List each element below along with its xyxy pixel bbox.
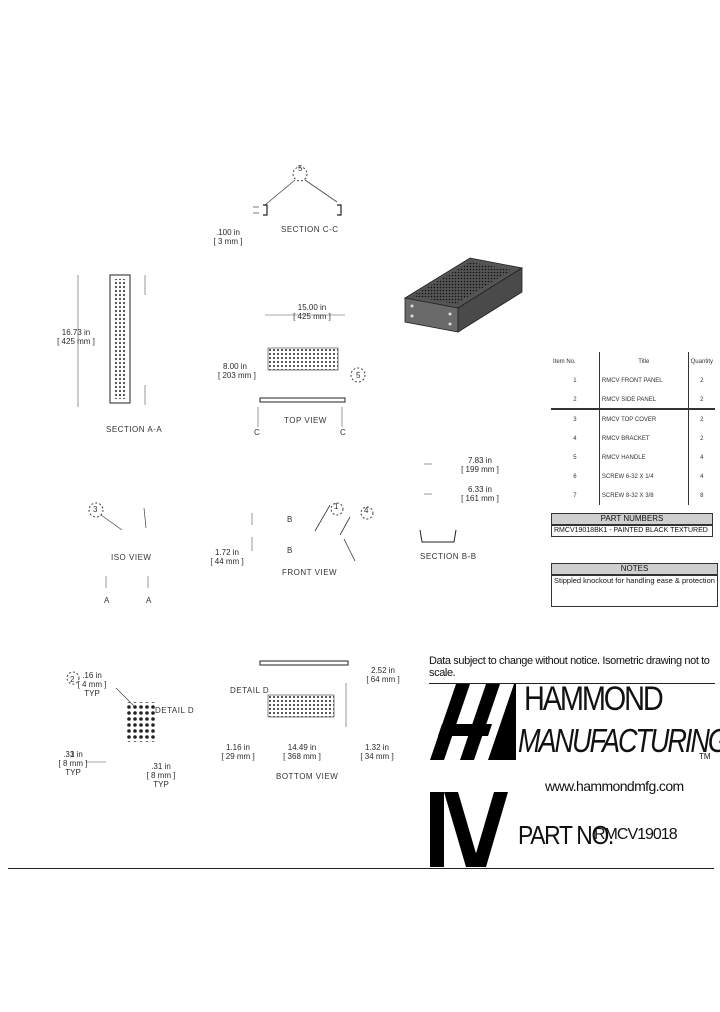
front-view-drawing: [251, 502, 374, 562]
front-view-label: FRONT VIEW: [282, 568, 338, 577]
front-view-cut-b1: B: [287, 515, 293, 524]
iso-view-cut-right: A: [146, 596, 152, 605]
brand-line-1: HAMMOND: [524, 680, 664, 718]
cell-item: 1: [551, 371, 600, 390]
detail-d-drawing: [66, 671, 156, 763]
notes-heading: NOTES: [551, 563, 718, 575]
part-numbers-heading: PART NUMBERS: [551, 513, 713, 525]
cell-qty: 8: [700, 492, 704, 499]
top-view-label: TOP VIEW: [284, 416, 327, 425]
cell-title: RMCV SIDE PANEL: [599, 390, 689, 410]
top-view-drawing: [257, 314, 346, 427]
iso-view-cut-left: A: [104, 596, 110, 605]
header-title: Title: [599, 352, 689, 371]
front-view-detail-4: 4: [364, 506, 369, 515]
header-quantity: Quantity: [690, 358, 713, 365]
section-b-label: SECTION B-B: [420, 552, 477, 561]
bottom-view-detail-call: DETAIL D: [230, 686, 270, 695]
website-link[interactable]: www.hammondmfg.com: [545, 778, 684, 794]
isometric-chassis-drawing: [403, 257, 524, 333]
brand-line-2: MANUFACTURING: [518, 722, 720, 759]
cell-qty: 4: [700, 473, 704, 480]
detail-d-dim-c: .31 in [ 8 mm ] TYP: [146, 762, 176, 789]
section-b-drawing: [419, 463, 457, 543]
hammond-logo-w: [430, 792, 508, 867]
cell-title: SCREW 8-32 X 3/8: [599, 486, 689, 505]
table-divider: [551, 408, 715, 409]
cell-title: RMCV FRONT PANEL: [599, 371, 689, 390]
cell-title: RMCV HANDLE: [599, 448, 689, 467]
hammond-logo-h: [430, 684, 516, 760]
section-a-drawing: [77, 274, 146, 407]
detail-d-dim-b: .31 in [ 8 mm ] TYP: [58, 750, 88, 777]
title-block-rule: [429, 683, 715, 684]
detail-d-dim-a: .16 in [ 4 mm ] TYP: [77, 671, 107, 698]
cell-title: RMCV TOP COVER: [599, 409, 689, 429]
section-c-label: SECTION C-C: [281, 225, 339, 234]
iso-view-detail-number: 3: [93, 505, 98, 514]
top-view-cut-right: C: [340, 428, 347, 437]
cell-title: SCREW 6-32 X 1/4: [599, 467, 689, 486]
front-view-height-dim: 1.72 in [ 44 mm ]: [210, 548, 244, 566]
part-numbers-box: PART NUMBERS RMCV19018BK1 - PAINTED BLAC…: [551, 513, 713, 537]
section-a-dim: 16.73 in [ 425 mm ]: [57, 328, 95, 346]
disclaimer: Data subject to change without notice. I…: [429, 655, 710, 679]
top-view-cut-left: C: [254, 428, 261, 437]
cell-qty: 2: [700, 416, 704, 423]
bottom-view-height-dim: 2.52 in [ 64 mm ]: [366, 666, 400, 684]
detail-d-label: DETAIL D: [155, 706, 195, 715]
detail-d-mark-a: 2: [70, 675, 75, 684]
cell-item: 7: [551, 486, 600, 505]
cell-item: 6: [551, 467, 600, 486]
top-view-width-dim: 15.00 in [ 425 mm ]: [293, 303, 331, 321]
top-view-detail-number: 5: [356, 371, 361, 380]
notes-box: NOTES Stippled knockout for handling eas…: [551, 563, 718, 607]
iso-view-label: ISO VIEW: [111, 553, 152, 562]
cell-item: 2: [551, 390, 600, 410]
cell-item: 3: [551, 409, 600, 429]
header-item-no: Item No.: [551, 352, 600, 371]
brand-tm: TM: [699, 752, 711, 761]
section-a-label: SECTION A-A: [106, 425, 163, 434]
section-c-detail-number: 5: [298, 164, 303, 173]
cell-qty: 4: [700, 454, 704, 461]
cell-qty: 2: [700, 435, 704, 442]
part-numbers-value: RMCV19018BK1 - PAINTED BLACK TEXTURED: [551, 525, 713, 537]
bottom-view-label: BOTTOM VIEW: [276, 772, 339, 781]
front-view-cut-b2: B: [287, 546, 293, 555]
bottom-view-right-dim: 1.32 in [ 34 mm ]: [360, 743, 394, 761]
iso-view-drawing: [88, 502, 149, 588]
cell-qty: 2: [700, 396, 704, 403]
top-view-depth-dim: 8.00 in [ 203 mm ]: [218, 362, 256, 380]
cell-title: RMCV BRACKET: [599, 429, 689, 448]
section-c-drawing: [253, 166, 342, 216]
parts-table-header-row: Item No. Title Quantity: [551, 352, 715, 371]
part-no-value: RMCV19018: [594, 826, 678, 843]
cell-item: 4: [551, 429, 600, 448]
bottom-view-mid-dim: 14.49 in [ 368 mm ]: [283, 743, 321, 761]
front-view-detail-1: 1: [334, 502, 339, 511]
cell-item: 5: [551, 448, 600, 467]
section-b-dim-2: 6.33 in [ 161 mm ]: [461, 485, 499, 503]
bottom-rule: [8, 868, 714, 869]
bottom-view-drawing: [259, 660, 349, 727]
detail-d-mark-b: 3: [70, 750, 75, 759]
section-b-dim-1: 7.83 in [ 199 mm ]: [461, 456, 499, 474]
part-no-label: PART NO.: [518, 820, 614, 850]
bottom-view-left-dim: 1.16 in [ 29 mm ]: [221, 743, 255, 761]
section-c-dim: .100 in [ 3 mm ]: [213, 228, 243, 246]
notes-value: Stippled knockout for handling ease & pr…: [551, 575, 718, 607]
cell-qty: 2: [700, 377, 704, 384]
